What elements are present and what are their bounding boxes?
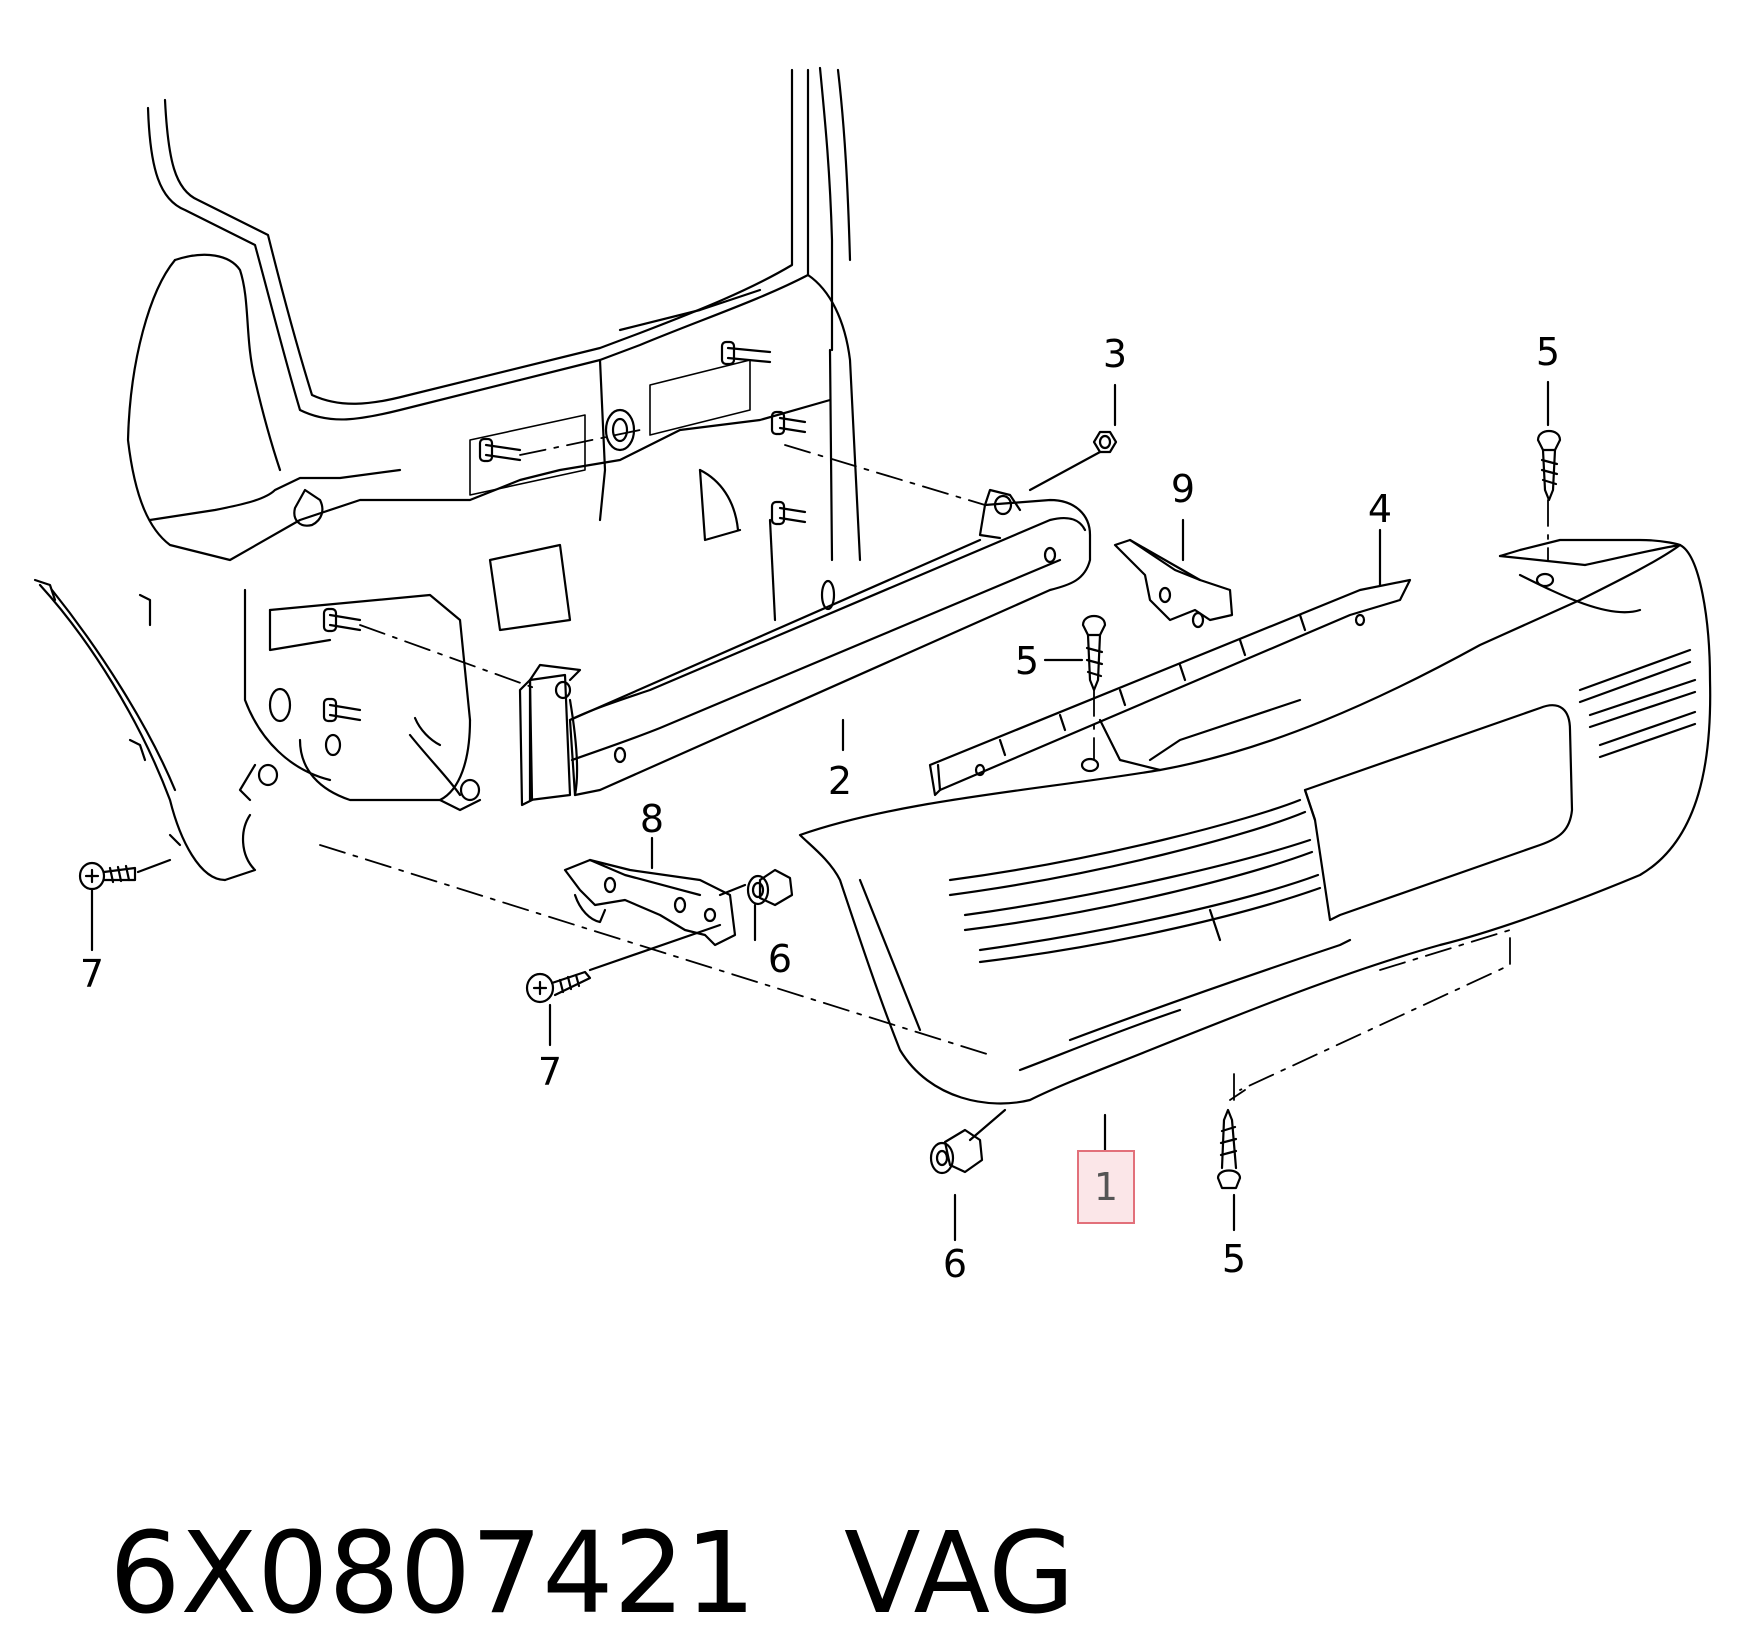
part-number: 6X0807421 [109,1509,756,1639]
callout-5-top: 5 [1535,330,1561,374]
callout-9: 9 [1170,467,1196,511]
callout-1-highlighted: 1 [1077,1150,1135,1224]
callout-2: 2 [827,759,853,803]
exploded-parts-diagram [33,66,1712,1242]
callout-8: 8 [639,797,665,841]
car-body-rear [33,66,862,882]
part-3-nut [1092,430,1118,454]
callout-7-left: 7 [79,952,105,996]
callout-4: 4 [1367,487,1393,531]
callout-3: 3 [1102,332,1128,376]
callout-6-bottom: 6 [942,1242,968,1286]
leader-lines [90,380,1550,1242]
fasteners [78,429,1562,1190]
part-8-bracket [563,858,737,947]
part-4-carrier-strip [928,578,1412,797]
part-1-bumper-cover [798,538,1712,1105]
part-2-impact-bar [518,488,1092,807]
brand-label: VAG [844,1509,1075,1639]
callout-5-bottom: 5 [1221,1237,1247,1281]
callout-5-middle: 5 [1014,639,1040,683]
callout-7-middle: 7 [537,1050,563,1094]
assembly-lines [319,429,1549,1101]
part-9-bracket [1113,538,1234,629]
body-studs [322,340,807,723]
callout-6-right: 6 [767,937,793,981]
